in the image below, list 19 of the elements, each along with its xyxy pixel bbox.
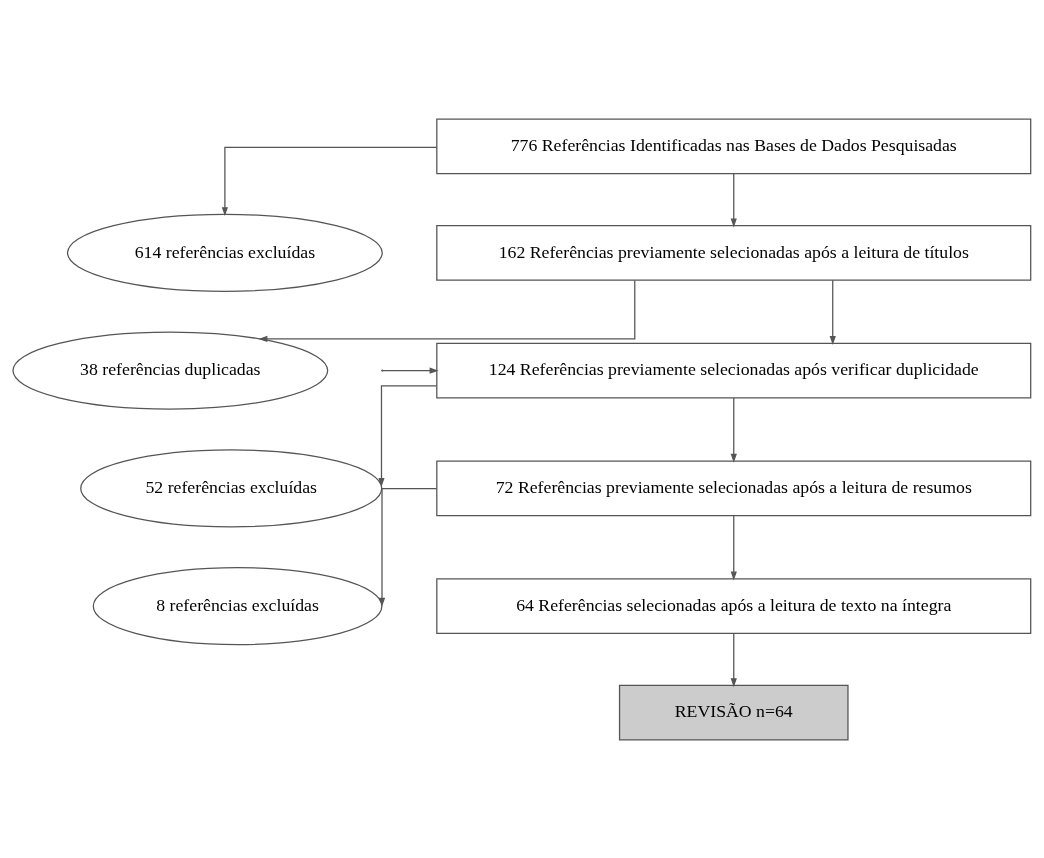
node-box: 776 Referências Identificadas nas Bases de Dados Pesquisadas: [436, 117, 1032, 174]
node-ellipse: 614 referências excluídas: [66, 213, 383, 292]
node-ellipse: 38 referências duplicadas: [12, 331, 329, 410]
arrow: [258, 279, 636, 342]
arrow: [829, 279, 836, 345]
node-box: 124 Referências previamente selecionadas após verificar duplicidade: [436, 342, 1032, 399]
arrow: [221, 146, 438, 216]
node-box: 162 Referências previamente selecionadas após a leitura de títulos: [436, 224, 1032, 281]
arrow: [730, 396, 737, 463]
node-box: REVISÃO n=64: [618, 684, 849, 741]
arrow: [730, 172, 737, 227]
arrow: [382, 367, 439, 374]
node-ellipse: 8 referências excluídas: [92, 566, 383, 645]
arrow: [730, 514, 737, 580]
node-box: 72 Referências previamente selecionadas após a leitura de resumos: [436, 459, 1032, 516]
arrow: [378, 384, 438, 487]
node-box: 64 Referências selecionadas após a leitura de texto na íntegra: [436, 577, 1032, 634]
arrow: [378, 487, 438, 607]
arrow: [730, 632, 737, 687]
